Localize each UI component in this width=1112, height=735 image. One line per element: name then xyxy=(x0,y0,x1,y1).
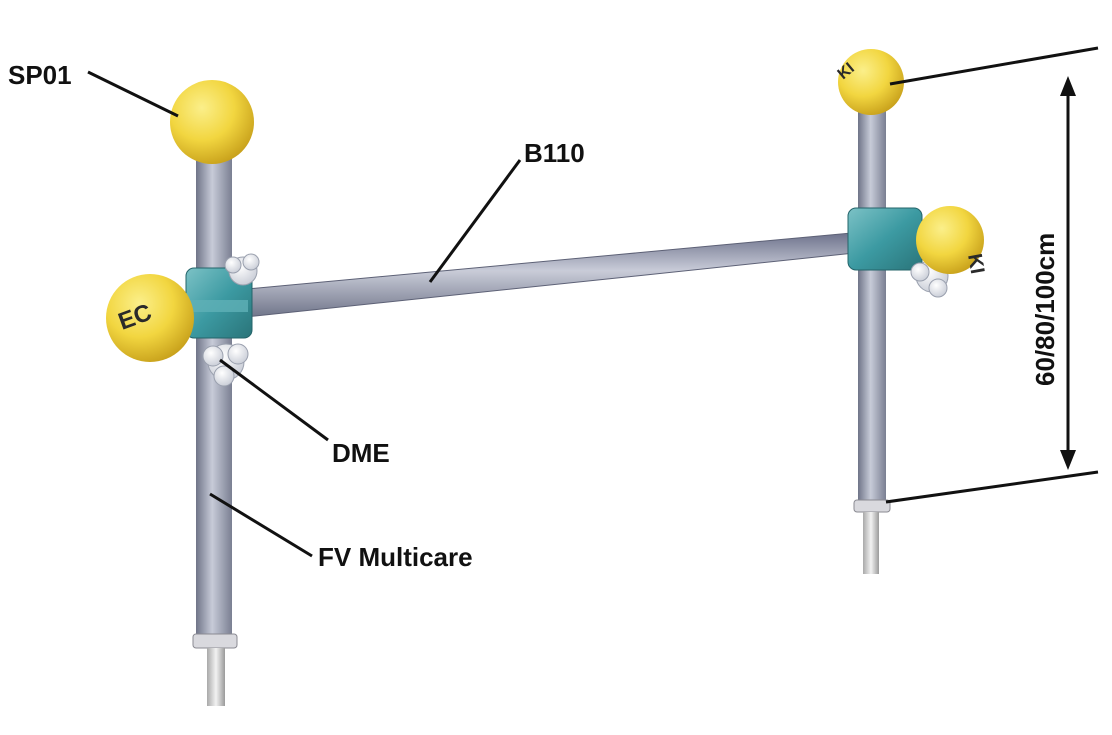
label-post: FV Multicare xyxy=(318,542,473,572)
height-dimension xyxy=(885,46,1099,504)
ball-marking-right-lower: KI xyxy=(963,252,988,276)
right-post-peg xyxy=(863,512,879,574)
leader-lines xyxy=(87,70,522,558)
left-clamp-band xyxy=(190,300,248,312)
right-post-ring xyxy=(853,499,891,513)
right-post-tube xyxy=(858,106,886,506)
dimension-extension-bottom xyxy=(885,470,1099,504)
left-post-peg xyxy=(207,648,225,706)
arrow-down-icon xyxy=(1060,450,1076,470)
right-clamp-body xyxy=(847,207,923,271)
leader-line-ball xyxy=(87,70,179,118)
label-height: 60/80/100cm xyxy=(1030,233,1060,386)
leader-line-bar xyxy=(428,159,522,283)
arrow-up-icon xyxy=(1060,76,1076,96)
left-lower-ball: EC xyxy=(106,274,194,362)
right-lower-ball: KI xyxy=(916,206,988,276)
left-post xyxy=(192,150,238,706)
knob-icon xyxy=(224,253,260,286)
left-post-tube xyxy=(196,150,232,640)
label-ball: SP01 xyxy=(8,60,72,90)
leader-line-clamp xyxy=(219,358,329,442)
label-bar: B110 xyxy=(524,138,585,168)
dimension-extension-top xyxy=(889,46,1099,86)
leader-line-post xyxy=(209,492,313,558)
left-clamp xyxy=(185,253,260,387)
knob-icon xyxy=(202,343,249,387)
label-clamp: DME xyxy=(332,438,390,468)
left-upper-ball xyxy=(170,80,254,164)
cross-bar-tube xyxy=(235,231,865,319)
cross-bar xyxy=(235,231,865,319)
left-post-ring xyxy=(192,633,238,649)
right-upper-ball: KI xyxy=(835,49,904,115)
right-post xyxy=(853,106,891,574)
